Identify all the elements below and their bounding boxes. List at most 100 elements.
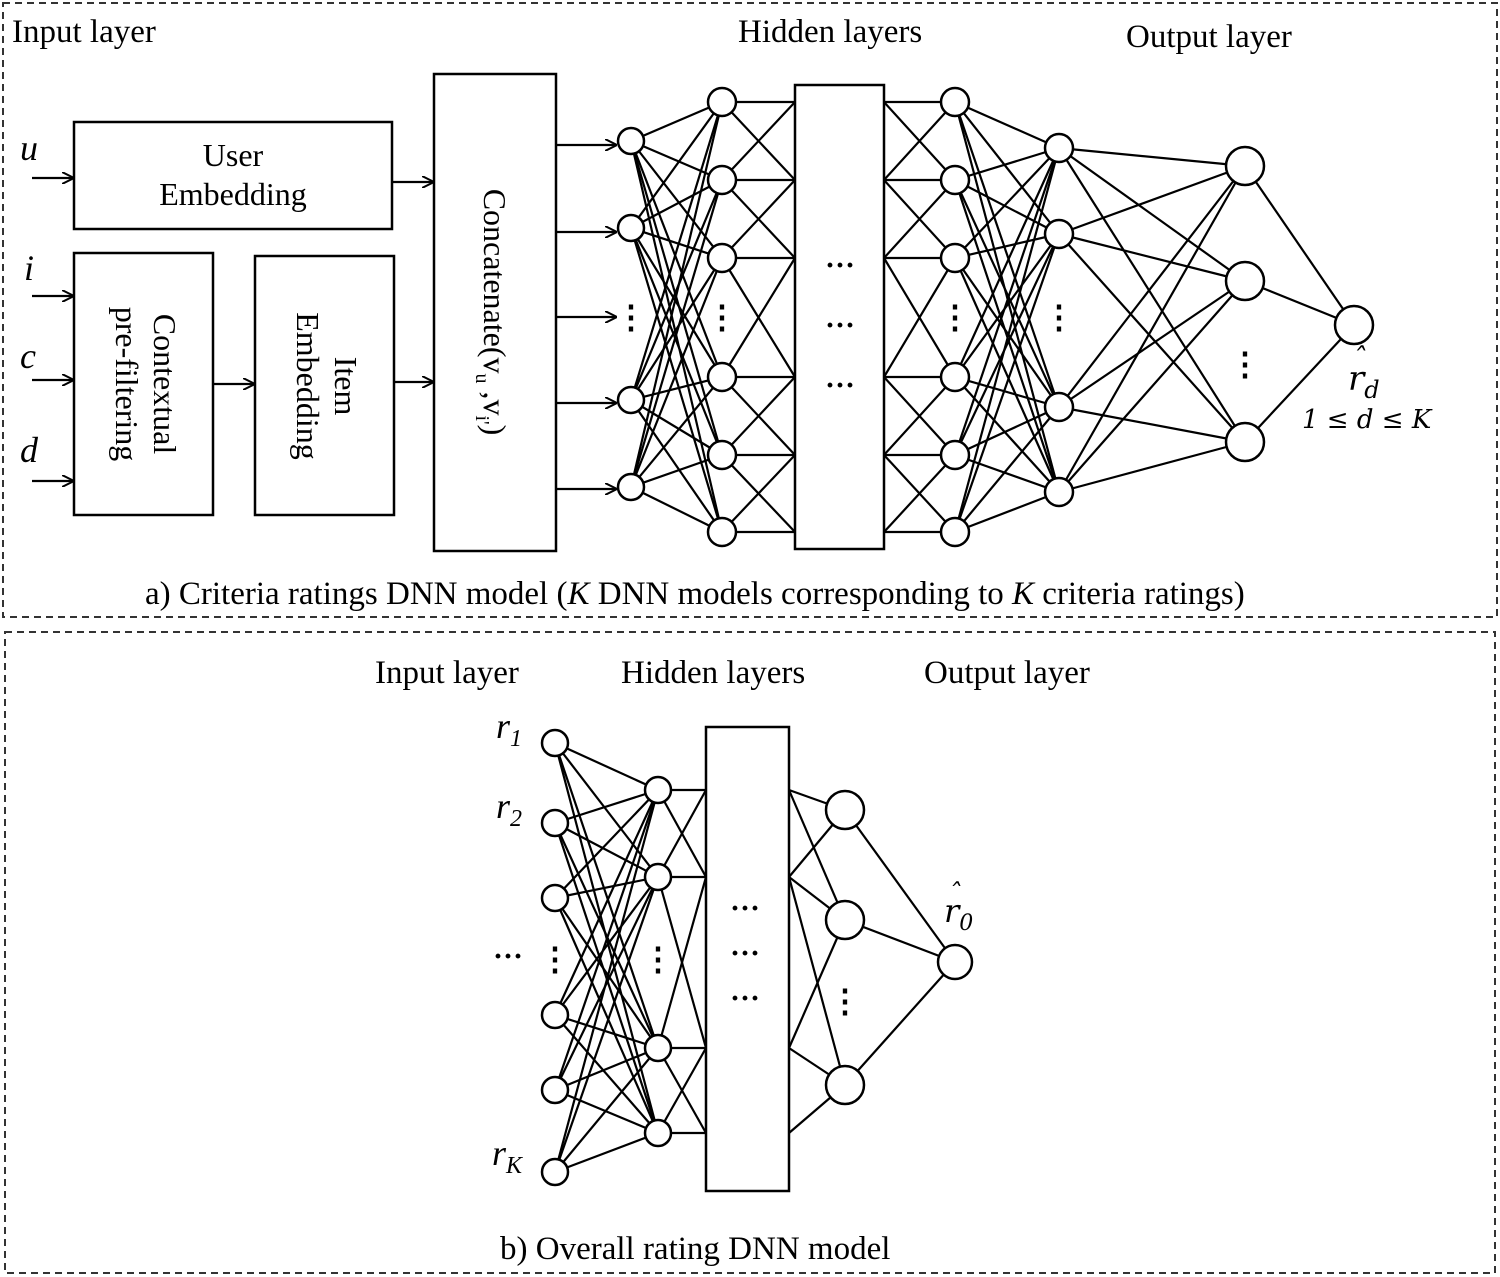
panel-a-hidden-layers-label: Hidden layers bbox=[738, 14, 922, 50]
neuron-node bbox=[643, 862, 673, 892]
network-edge bbox=[630, 257, 723, 401]
neuron-node bbox=[616, 213, 646, 243]
network-edge bbox=[656, 876, 708, 1049]
output-rd-label: rd bbox=[1348, 359, 1380, 404]
neuron-node bbox=[540, 808, 570, 838]
network-edge bbox=[554, 1014, 659, 1134]
panel-a-caption: a) Criteria ratings DNN model (K DNN mod… bbox=[145, 576, 1245, 612]
network-edge bbox=[629, 101, 724, 401]
network-edge bbox=[721, 257, 796, 378]
network-edge bbox=[553, 742, 660, 1049]
network-edge bbox=[953, 233, 1061, 533]
network-edge bbox=[630, 227, 723, 378]
panel-a-layer5-ellipsis: ⋮ bbox=[1229, 346, 1261, 382]
network-edge bbox=[954, 233, 1060, 378]
network-edge bbox=[954, 375, 1060, 409]
network-edge bbox=[630, 399, 723, 456]
network-edge bbox=[554, 1047, 659, 1173]
network-edge bbox=[1058, 405, 1246, 444]
network-edge bbox=[954, 179, 1060, 235]
network-edge bbox=[721, 376, 796, 456]
panel-b-frame bbox=[4, 631, 1496, 1274]
neuron-node bbox=[1043, 391, 1075, 423]
network-edge bbox=[883, 376, 956, 456]
item-embedding-line2: Embedding bbox=[290, 312, 326, 460]
panel-a-input-layer-label: Input layer bbox=[12, 14, 156, 50]
network-edge bbox=[1058, 233, 1246, 443]
network-edge bbox=[954, 406, 1060, 533]
panel-b-caption: b) Overall rating DNN model bbox=[500, 1231, 890, 1267]
neuron-node bbox=[540, 1157, 570, 1187]
network-edge bbox=[954, 406, 1060, 456]
network-edge bbox=[954, 233, 1060, 456]
network-edge bbox=[844, 961, 956, 1086]
panel-b-layer1-ellipsis: ⋮ bbox=[539, 941, 571, 977]
neuron-node bbox=[706, 516, 738, 548]
network-edge bbox=[554, 1131, 659, 1174]
neuron-node bbox=[540, 728, 570, 758]
network-edge bbox=[554, 789, 659, 899]
network-edge bbox=[883, 454, 956, 533]
neuron-node bbox=[1224, 421, 1266, 463]
neuron-node bbox=[616, 472, 646, 502]
neuron-node bbox=[939, 361, 971, 393]
network-edge bbox=[953, 179, 1061, 408]
neuron-node bbox=[706, 439, 738, 471]
network-edge bbox=[883, 101, 956, 181]
output-r0-hat: ˆ bbox=[948, 879, 961, 909]
neuron-node bbox=[706, 242, 738, 274]
network-edge bbox=[1244, 165, 1355, 326]
neuron-node bbox=[616, 126, 646, 156]
network-edge bbox=[721, 179, 796, 259]
network-edge bbox=[954, 100, 1060, 150]
panel-a-output-layer-label: Output layer bbox=[1126, 19, 1292, 55]
input-r1-label: r1 bbox=[496, 706, 522, 752]
neuron-node bbox=[540, 1075, 570, 1105]
network-edge bbox=[953, 257, 1061, 493]
network-edge bbox=[629, 140, 724, 378]
panel-b-layer2-ellipsis: ⋮ bbox=[642, 941, 674, 977]
neuron-node bbox=[939, 516, 971, 548]
input-rk-label: rK bbox=[492, 1133, 524, 1179]
neuron-node bbox=[1043, 218, 1075, 250]
panel-a-hidden-ellipsis-2: ··· bbox=[825, 309, 855, 342]
neuron-node bbox=[824, 899, 866, 941]
network-edge bbox=[1244, 324, 1355, 443]
network-edge bbox=[1058, 232, 1246, 283]
network-edge bbox=[721, 101, 796, 181]
network-edge bbox=[954, 490, 1060, 534]
panel-b-output-layer-label: Output layer bbox=[924, 655, 1090, 691]
network-edge bbox=[629, 227, 724, 533]
panel-a-layer3-ellipsis: ⋮ bbox=[939, 299, 971, 335]
network-edge bbox=[553, 789, 660, 1091]
contextual-prefiltering-box bbox=[72, 251, 215, 517]
network-edge bbox=[554, 897, 659, 1049]
network-edge bbox=[1058, 280, 1246, 493]
neuron-node bbox=[643, 775, 673, 805]
network-edge bbox=[883, 257, 956, 378]
output-hat: ˆ bbox=[1352, 342, 1366, 375]
network-edge bbox=[629, 227, 724, 456]
neuron-node bbox=[824, 1064, 866, 1106]
network-edge bbox=[1058, 165, 1246, 493]
neuron-node bbox=[1043, 476, 1075, 508]
network-edge bbox=[954, 146, 1060, 182]
network-edge bbox=[630, 100, 723, 143]
input-r2-label: r2 bbox=[496, 786, 522, 832]
network-edge bbox=[883, 179, 956, 259]
neuron-node bbox=[706, 164, 738, 196]
output-neuron-node bbox=[936, 943, 974, 981]
network-edge bbox=[553, 789, 660, 1016]
contextual-prefiltering-line2: pre-filtering bbox=[109, 307, 145, 462]
network-edge bbox=[630, 376, 723, 488]
output-neuron-node bbox=[1333, 304, 1375, 346]
panel-b-layer3-ellipsis: ⋮ bbox=[829, 983, 861, 1019]
concatenate-label: Concatenate(vu ,vi') bbox=[471, 189, 513, 436]
network-edge bbox=[721, 454, 796, 533]
network-edge bbox=[630, 453, 723, 489]
item-embedding-line1: Item bbox=[328, 357, 364, 416]
neuron-node bbox=[706, 86, 738, 118]
input-u-label: u bbox=[20, 128, 38, 168]
network-edge bbox=[844, 809, 956, 963]
neuron-node bbox=[824, 789, 866, 831]
